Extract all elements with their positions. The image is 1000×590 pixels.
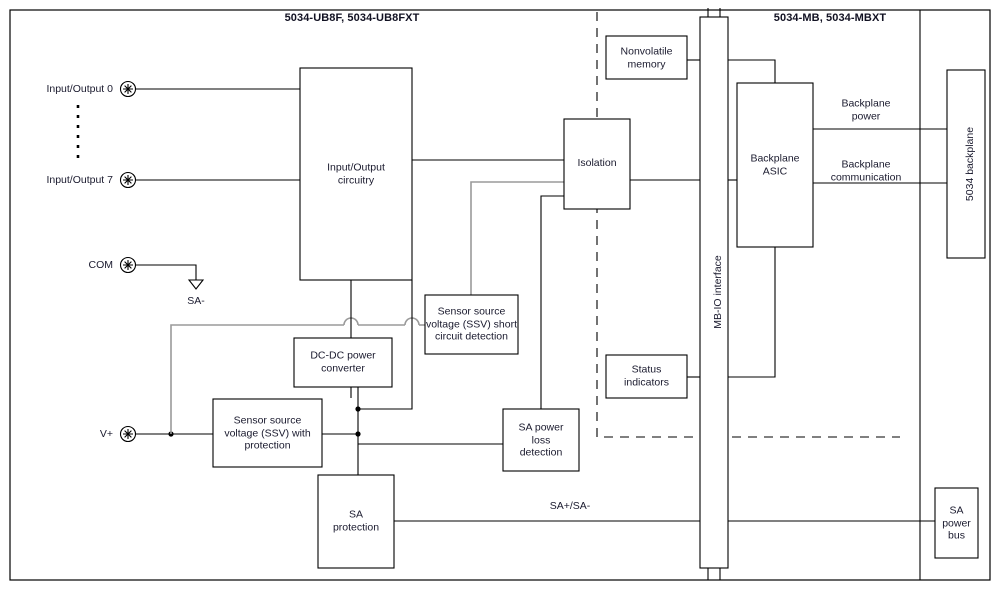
label-5034-backplane: 5034 backplane bbox=[964, 126, 976, 202]
left-section-title: 5034-UB8F, 5034-UB8FXT bbox=[284, 12, 420, 24]
wire-gray-detection-to-isolation bbox=[470, 181, 564, 295]
wire-sa-loss-to-isolation bbox=[540, 195, 564, 409]
terminal-com-symbol bbox=[119, 256, 137, 274]
terminal-vplus-symbol bbox=[119, 425, 137, 443]
wire-gray-ssv-feedback bbox=[170, 324, 344, 434]
diagram-outer-frame bbox=[9, 9, 991, 581]
label-mb-io-interface: MB-IO interface bbox=[712, 255, 724, 329]
wire-mbio-to-asic-upper bbox=[728, 59, 776, 83]
right-section-title: 5034-MB, 5034-MBXT bbox=[773, 12, 887, 24]
wire-com-to-ground bbox=[136, 264, 197, 280]
wire-io-circuitry-down-right bbox=[358, 280, 413, 410]
wire-mbio-to-asic-lower bbox=[728, 247, 776, 378]
isolation-barrier-dashed-line bbox=[596, 12, 900, 438]
terminal-io7-symbol bbox=[119, 171, 137, 189]
ground-symbol-sa-minus bbox=[187, 279, 205, 290]
terminal-io0-symbol bbox=[119, 80, 137, 98]
